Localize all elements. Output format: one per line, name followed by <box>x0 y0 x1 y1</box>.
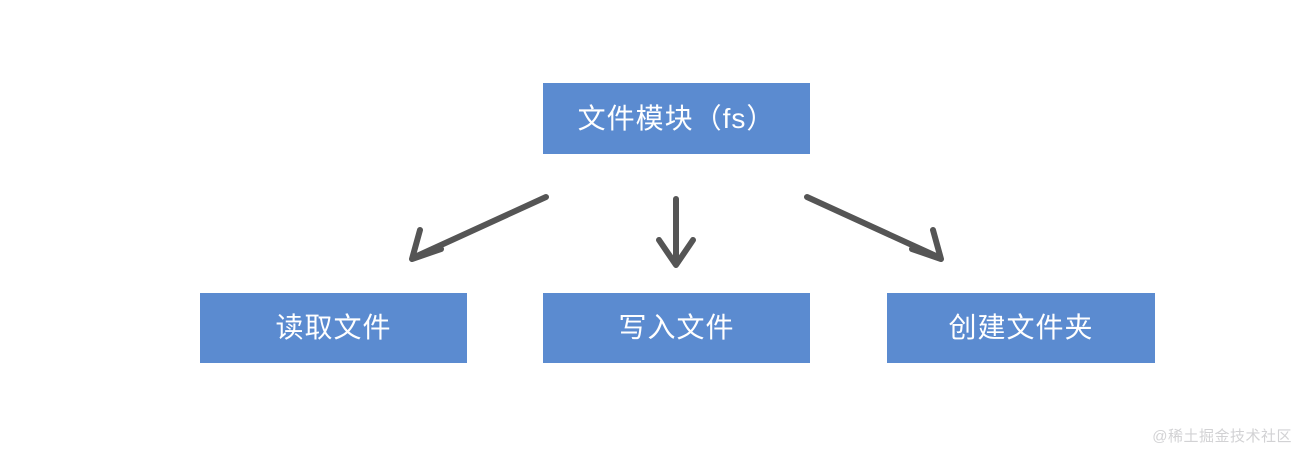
node-create-folder[interactable]: 创建文件夹 <box>887 293 1155 363</box>
node-write-file[interactable]: 写入文件 <box>543 293 810 363</box>
node-file-module[interactable]: 文件模块（fs） <box>543 83 810 154</box>
node-file-module-label: 文件模块（fs） <box>577 102 776 134</box>
edge-root-to-write <box>656 196 696 268</box>
edge-root-to-read <box>409 194 549 262</box>
node-read-file-label: 读取文件 <box>275 312 392 343</box>
edge-root-to-mkdir <box>804 194 944 262</box>
node-read-file[interactable]: 读取文件 <box>200 293 467 363</box>
watermark: @稀土掘金技术社区 <box>1152 428 1292 445</box>
node-create-folder-label: 创建文件夹 <box>948 312 1094 343</box>
node-write-file-label: 写入文件 <box>618 312 735 343</box>
